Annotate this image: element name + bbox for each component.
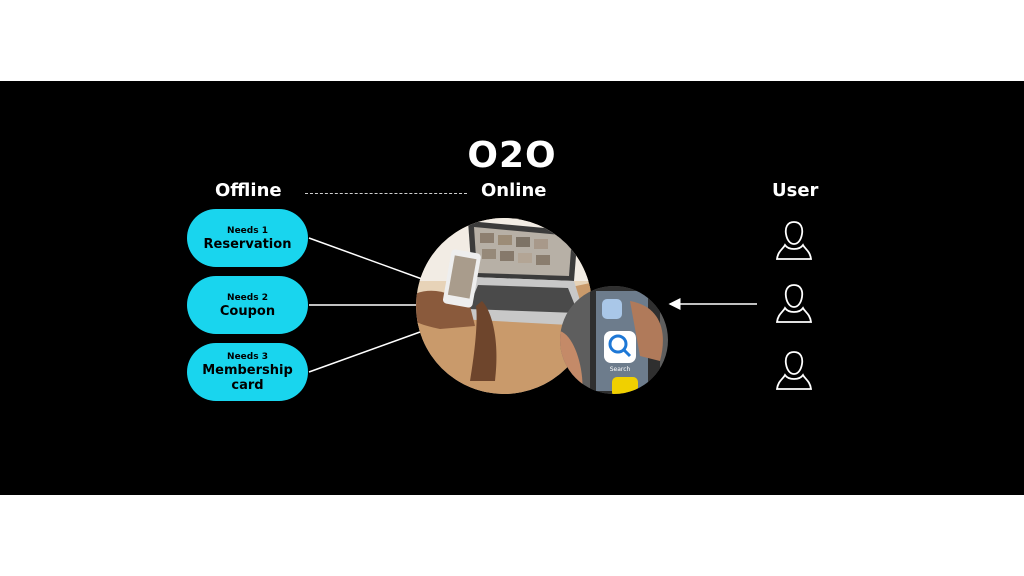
online-heading: Online — [481, 180, 547, 201]
needs-2-pill: Needs 2 Coupon — [187, 276, 308, 334]
connector-line-1 — [308, 237, 423, 280]
needs-1-pill: Needs 1 Reservation — [187, 209, 308, 267]
offline-heading: Offline — [215, 180, 282, 201]
user-icon — [775, 351, 813, 390]
connector-line-3 — [308, 331, 421, 373]
needs-3-label: Needs 3 — [227, 352, 268, 362]
slide-title: O2O — [467, 135, 557, 176]
laptop-phone-photo — [416, 218, 592, 394]
search-app-photo: Search — [560, 286, 668, 394]
needs-3-name-line2: card — [231, 378, 264, 393]
search-app-label: Search — [610, 366, 631, 373]
slide-background: O2O Offline Online User Needs 1 Reservat… — [0, 81, 1024, 495]
user-icon — [775, 221, 813, 260]
dashed-connector — [305, 193, 467, 194]
needs-2-label: Needs 2 — [227, 292, 268, 303]
needs-2-name: Coupon — [219, 303, 276, 319]
needs-1-name: Reservation — [203, 236, 292, 252]
needs-3-name-line1: Membership — [202, 363, 293, 378]
user-icon — [775, 284, 813, 323]
needs-3-pill: Needs 3 Membership card — [187, 343, 308, 401]
user-heading: User — [772, 180, 819, 201]
needs-1-label: Needs 1 — [227, 225, 268, 236]
diagram-graphics: Search — [308, 218, 757, 394]
